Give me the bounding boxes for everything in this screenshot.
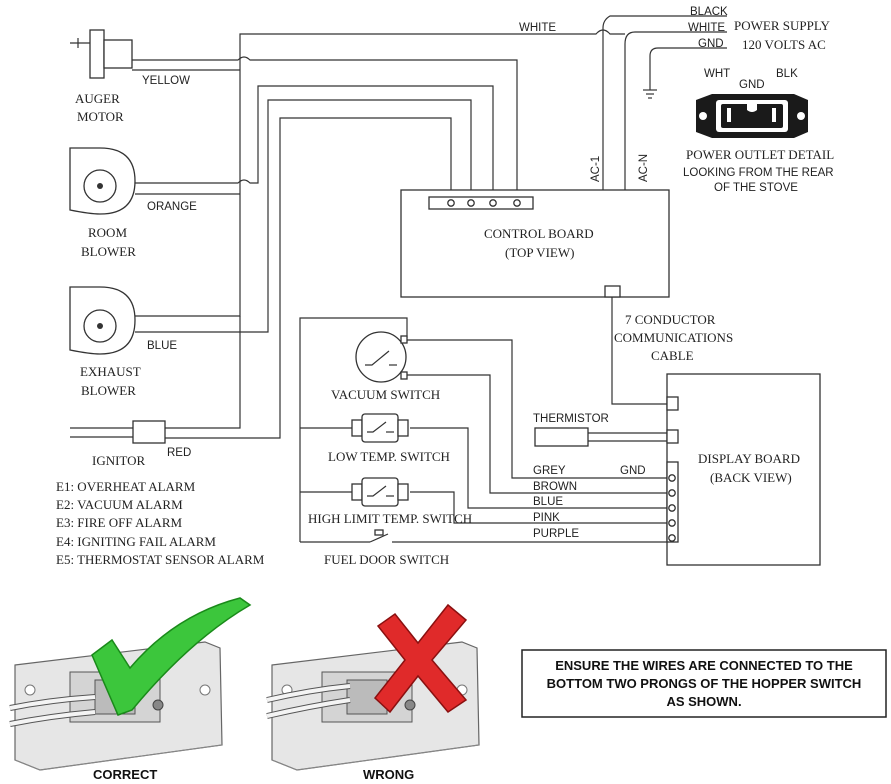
vacuum-switch-label: VACUUM SWITCH xyxy=(331,387,440,402)
alarm-e4: E4: IGNITING FAIL ALARM xyxy=(56,534,216,549)
hopper-correct: CORRECT xyxy=(9,597,252,782)
wire-label-red: RED xyxy=(167,447,191,459)
note-box xyxy=(521,649,887,718)
ignitor: IGNITOR xyxy=(70,420,166,468)
note-line-3: AS SHOWN. xyxy=(666,694,741,709)
hopper-wrong: WRONG xyxy=(266,603,480,782)
room-blower-label-2: BLOWER xyxy=(81,244,136,259)
low-temp-switch: LOW TEMP. SWITCH xyxy=(328,413,450,464)
comm-cable: 7 CONDUCTOR COMMUNICATIONS CABLE xyxy=(611,297,733,405)
control-board-label-1: CONTROL BOARD xyxy=(484,226,594,241)
alarm-e5: E5: THERMOSTAT SENSOR ALARM xyxy=(56,552,265,567)
exhaust-label-2: BLOWER xyxy=(81,383,136,398)
ignitor-icon xyxy=(132,420,166,444)
outlet-screw-right-icon xyxy=(797,112,805,120)
thermistor-label: THERMISTOR xyxy=(533,413,609,425)
fuel-door-switch-icon xyxy=(369,533,389,543)
high-limit-switch-label: HIGH LIMIT TEMP. SWITCH xyxy=(308,511,472,526)
wire-label-pink: PINK xyxy=(533,512,560,524)
wire-label-white: WHITE xyxy=(688,22,725,34)
note-line-2: BOTTOM TWO PRONGS OF THE HOPPER SWITCH xyxy=(547,676,862,691)
comm-port xyxy=(604,285,621,298)
high-limit-switch: HIGH LIMIT TEMP. SWITCH xyxy=(308,477,472,526)
outlet-title: POWER OUTLET DETAIL xyxy=(686,147,834,162)
wire-label-white-bus: WHITE xyxy=(519,22,556,34)
thermistor-icon xyxy=(534,427,589,447)
outlet-sub2: OF THE STOVE xyxy=(714,182,798,194)
display-board-label-2: (BACK VIEW) xyxy=(710,470,792,485)
low-temp-switch-icon xyxy=(351,419,363,437)
wire-label-blue-display: BLUE xyxy=(533,496,563,508)
alarm-e2: E2: VACUUM ALARM xyxy=(56,497,183,512)
hopper-note: ENSURE THE WIRES ARE CONNECTED TO THE BO… xyxy=(521,649,887,718)
power-supply-title: POWER SUPPLY xyxy=(734,18,830,33)
bus-wires: WHITE YELLOW ORANGE BLUE RED xyxy=(132,22,625,459)
auger-label-1: AUGER xyxy=(75,91,120,106)
wire-label-grey: GREY xyxy=(533,465,566,477)
switch-wiring: GREY GND BROWN BLUE PINK PURPLE xyxy=(299,317,667,543)
display-board: DISPLAY BOARD (BACK VIEW) xyxy=(666,373,821,566)
auger-motor: AUGER MOTOR xyxy=(70,29,133,124)
auger-label-2: MOTOR xyxy=(77,109,124,124)
check-mark-icon xyxy=(91,597,252,716)
wire-label-brown: BROWN xyxy=(533,481,577,493)
ac1-label: AC-1 xyxy=(590,156,602,182)
outlet-label-blk: BLK xyxy=(776,68,798,80)
power-supply-volts: 120 VOLTS AC xyxy=(742,37,826,52)
room-blower: ROOM BLOWER xyxy=(69,147,136,259)
outlet-screw-left-icon xyxy=(699,112,707,120)
wire-label-gnd: GND xyxy=(698,38,724,50)
outlet-label-wht: WHT xyxy=(704,68,730,80)
cable-label-3: CABLE xyxy=(651,348,694,363)
wire-label-orange: ORANGE xyxy=(147,201,197,213)
wrong-label: WRONG xyxy=(363,767,414,782)
auger-motor-icon xyxy=(89,29,105,79)
outlet-label-gnd: GND xyxy=(739,79,765,91)
note-line-1: ENSURE THE WIRES ARE CONNECTED TO THE xyxy=(555,658,853,673)
high-limit-switch-icon xyxy=(351,483,363,501)
wire-label-gnd-display: GND xyxy=(620,465,646,477)
control-board-label-2: (TOP VIEW) xyxy=(505,245,574,260)
control-board: CONTROL BOARD (TOP VIEW) AC-1 AC-N xyxy=(400,154,670,298)
alarm-e1: E1: OVERHEAT ALARM xyxy=(56,479,196,494)
power-outlet-detail: WHT GND BLK POWER OUTLET DETAIL LOOKING … xyxy=(683,68,834,194)
display-board-label-1: DISPLAY BOARD xyxy=(698,451,800,466)
fuel-door-switch-label: FUEL DOOR SWITCH xyxy=(324,552,449,567)
alarm-list: E1: OVERHEAT ALARM E2: VACUUM ALARM E3: … xyxy=(56,479,265,567)
wire-label-purple: PURPLE xyxy=(533,528,579,540)
alarm-e3: E3: FIRE OFF ALARM xyxy=(56,515,182,530)
display-board-box xyxy=(666,373,821,566)
exhaust-label-1: EXHAUST xyxy=(80,364,141,379)
correct-label: CORRECT xyxy=(93,767,157,782)
exhaust-blower: EXHAUST BLOWER xyxy=(69,286,141,398)
control-board-terminal-block xyxy=(428,196,534,210)
cable-label-1: 7 CONDUCTOR xyxy=(625,312,716,327)
wire-label-yellow: YELLOW xyxy=(142,75,190,87)
outlet-sub1: LOOKING FROM THE REAR xyxy=(683,167,834,179)
room-blower-label-1: ROOM xyxy=(88,225,127,240)
acn-label: AC-N xyxy=(638,154,650,182)
vacuum-switch: VACUUM SWITCH xyxy=(331,331,440,402)
thermistor: THERMISTOR xyxy=(533,413,667,447)
wire-label-black: BLACK xyxy=(690,6,728,18)
x-mark-icon xyxy=(373,603,468,714)
power-supply: BLACK WHITE GND POWER SUPPLY 120 VOLTS A… xyxy=(602,6,830,207)
ignitor-label: IGNITOR xyxy=(92,453,146,468)
fuel-door-switch: FUEL DOOR SWITCH xyxy=(324,529,449,567)
wire-label-blue: BLUE xyxy=(147,340,177,352)
cable-label-2: COMMUNICATIONS xyxy=(614,330,733,345)
low-temp-switch-label: LOW TEMP. SWITCH xyxy=(328,449,450,464)
